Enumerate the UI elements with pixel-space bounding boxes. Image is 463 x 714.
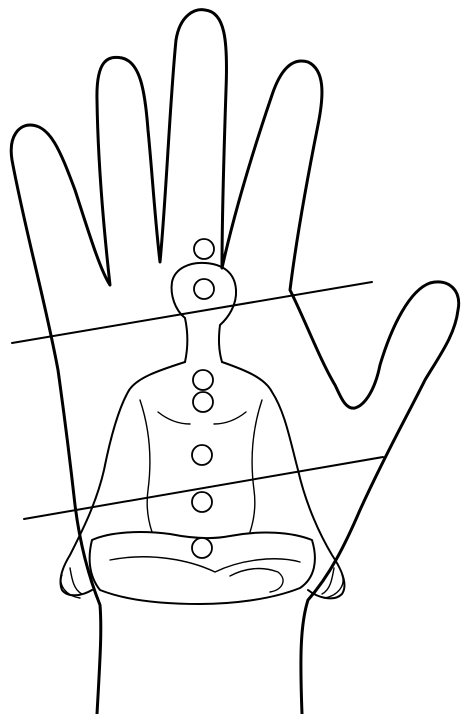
- figure-foot-left: [230, 569, 283, 592]
- heart-chakra-circle: [193, 392, 213, 412]
- figure-head: [172, 263, 237, 362]
- sacral-chakra-circle: [192, 492, 212, 512]
- figure-neck-left: [185, 318, 187, 362]
- figure-right-hand: [322, 568, 343, 598]
- figure-right-torso: [250, 400, 262, 532]
- chakra-points: [192, 239, 214, 558]
- figure-chest-left: [158, 412, 190, 424]
- hand-outline: [11, 10, 458, 714]
- upper-division-line: [12, 282, 372, 343]
- root-chakra-circle: [192, 538, 212, 558]
- throat-chakra-circle: [193, 370, 213, 390]
- solar-plexus-chakra-circle: [192, 445, 212, 465]
- figure-left-hand: [61, 568, 82, 598]
- crown-chakra-circle: [194, 239, 214, 259]
- figure-chest-right: [214, 412, 246, 424]
- figure-left-shoulder-arm: [60, 362, 185, 595]
- third-eye-chakra-circle: [194, 279, 214, 299]
- figure-left-torso: [140, 400, 152, 532]
